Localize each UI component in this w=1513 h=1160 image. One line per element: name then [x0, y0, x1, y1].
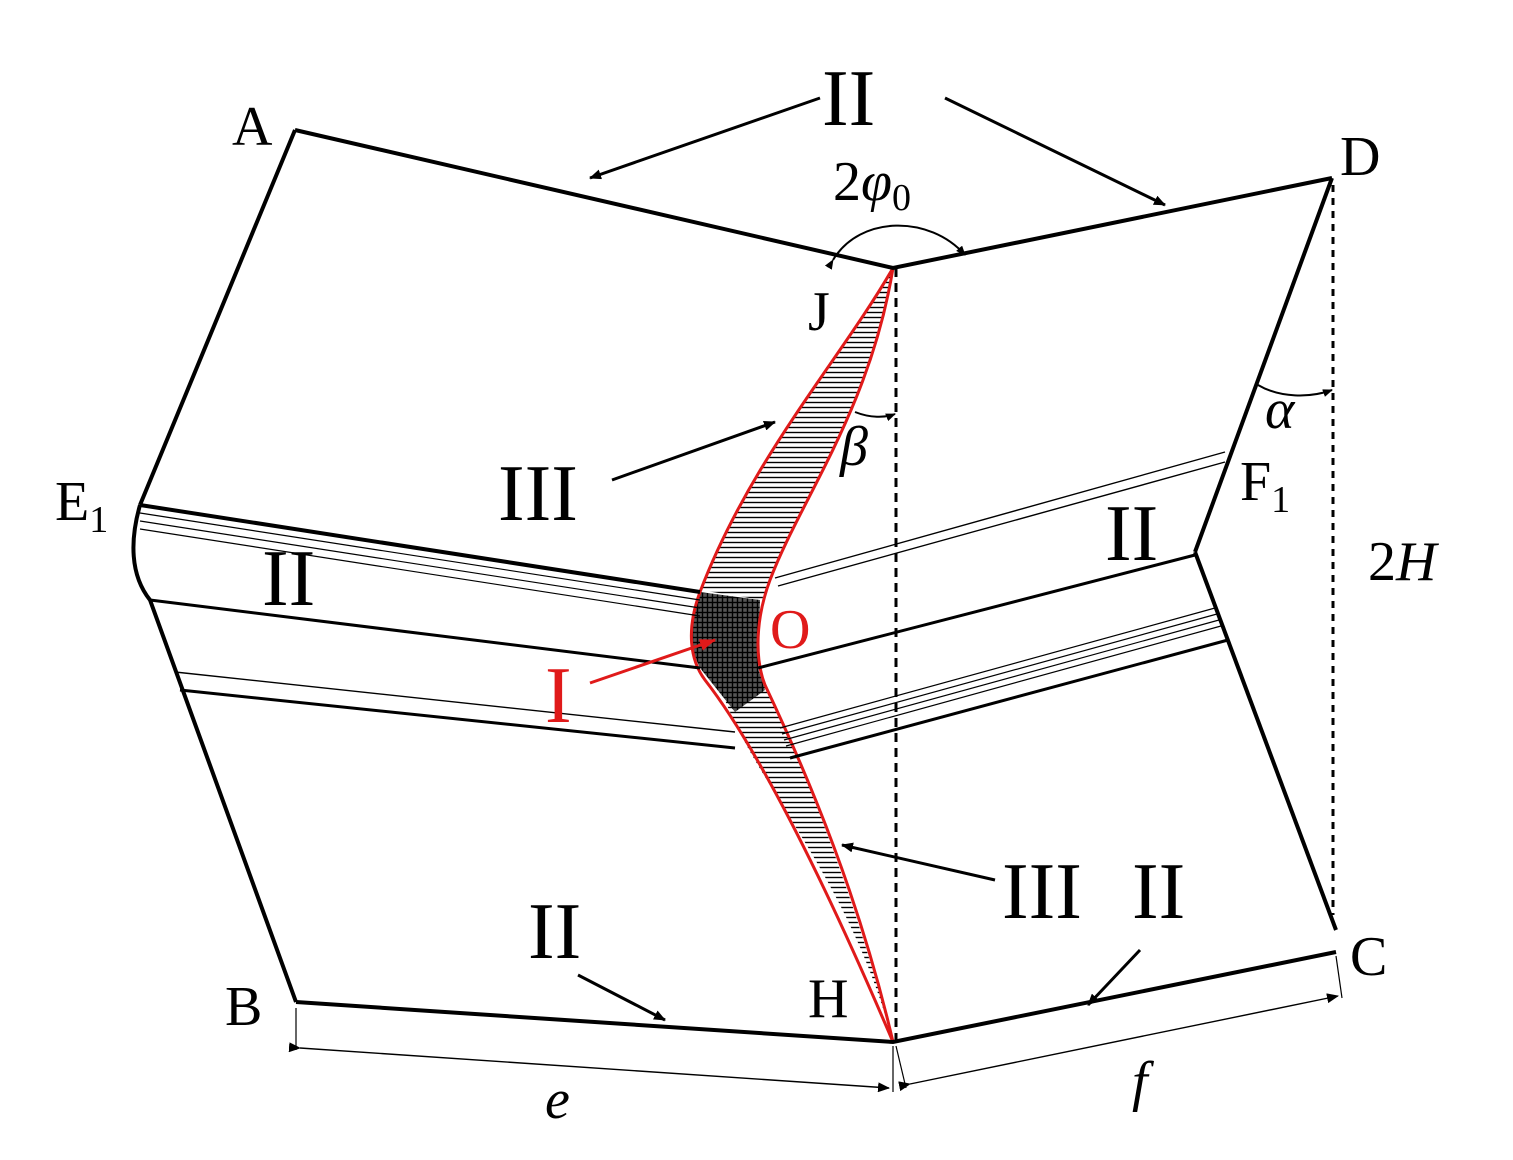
zone-label-iii-lower: III [1002, 848, 1082, 936]
zone-label-iii-upper: III [498, 450, 578, 538]
label-J: J [808, 281, 830, 343]
left-layer-lines [139, 503, 736, 750]
beta-angle-arc [854, 411, 896, 422]
zone-label-ii-top: II [822, 55, 875, 143]
label-C: C [1350, 926, 1387, 988]
point-labels: A D B C J H O E1 F1 [55, 96, 1387, 1038]
edge-D-F1 [1193, 177, 1334, 553]
zone-label-ii-right: II [1105, 490, 1158, 578]
label-F1: F1 [1240, 451, 1290, 521]
variable-labels: 2φ0 α β 2H e f [545, 151, 1439, 1131]
label-A: A [232, 96, 273, 158]
arrow-ii-bottom-right [1086, 948, 1142, 1007]
label-alpha: α [1265, 379, 1296, 441]
label-B: B [225, 976, 262, 1038]
label-2H: 2H [1368, 531, 1439, 593]
zone-label-ii-bottom-left: II [528, 888, 581, 976]
edge-F1-C [1193, 551, 1338, 931]
zone-label-ii-left: II [262, 535, 315, 623]
phi-angle-arc [824, 224, 966, 270]
dimension-e [288, 1008, 894, 1093]
zone-label-ii-bottom-right: II [1132, 848, 1185, 936]
label-f: f [1132, 1051, 1155, 1113]
label-e: e [545, 1069, 570, 1131]
arrow-iii-lower [841, 842, 996, 882]
label-D: D [1340, 126, 1380, 188]
arrow-ii-top-right [944, 96, 1166, 207]
label-E1: E1 [55, 471, 108, 541]
label-O: O [770, 599, 810, 661]
zone-iii-upper-band [700, 268, 893, 600]
label-H: H [808, 968, 848, 1030]
arrow-ii-top-left [589, 96, 821, 180]
edge-E1-B [131, 504, 298, 1003]
kink-band-boundary-right [756, 267, 895, 1043]
arrow-ii-bottom-left [577, 973, 666, 1022]
edge-A-E1 [138, 129, 297, 506]
zone-i-core [690, 592, 765, 712]
alpha-angle-arc [1257, 384, 1333, 397]
dimension-f [895, 955, 1343, 1092]
leader-arrows [577, 96, 1166, 1022]
arrow-i-core [589, 638, 716, 685]
label-beta: β [839, 416, 868, 478]
edge-A-J-D [294, 128, 1333, 271]
zone-labels: II II II III I III II II [262, 55, 1185, 976]
edge-B-H-C [295, 950, 1337, 1045]
right-layer-lines [757, 451, 1229, 760]
arrow-iii-upper [611, 420, 776, 482]
label-2phi0: 2φ0 [833, 151, 911, 219]
zone-label-i: I [545, 652, 572, 740]
